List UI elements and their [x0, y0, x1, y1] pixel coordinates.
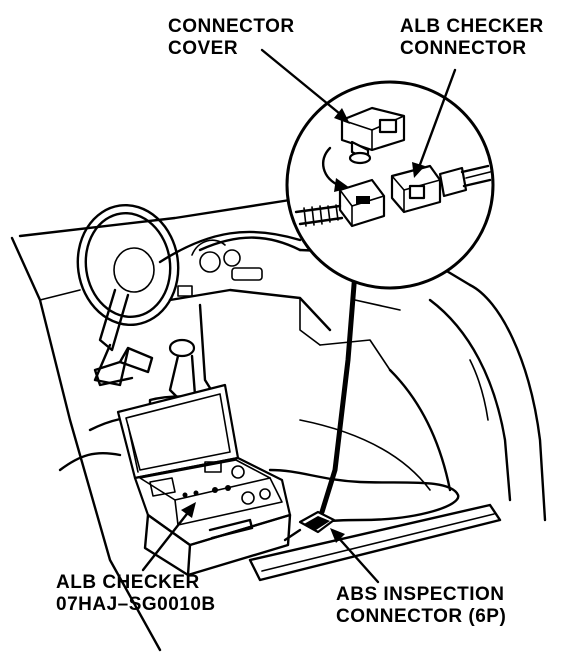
label-abs-inspection-connector: ABS INSPECTION CONNECTOR (6P) [336, 584, 506, 628]
leader-alb-checker [141, 502, 196, 572]
detail-leader-line [319, 257, 359, 515]
dashboard-illustration [10, 198, 547, 652]
label-abs-inspection-line2: CONNECTOR (6P) [336, 606, 507, 627]
checker-cable [268, 468, 460, 524]
label-alb-checker-connector-line2: CONNECTOR [400, 38, 527, 59]
label-connector-cover: CONNECTOR COVER [168, 16, 295, 60]
abs-connector-icon [283, 510, 336, 542]
label-connector-cover-line1: CONNECTOR [168, 16, 295, 37]
steering-wheel-icon [76, 203, 180, 387]
leader-connector-cover [260, 48, 350, 124]
label-abs-inspection-line1: ABS INSPECTION [336, 584, 505, 605]
label-alb-checker: ALB CHECKER 07HAJ–SG0010B [56, 572, 216, 616]
leader-alb-checker-connector [412, 68, 457, 178]
label-alb-checker-connector: ALB CHECKER CONNECTOR [400, 16, 544, 60]
connector-cover-icon [340, 106, 406, 165]
label-connector-cover-line2: COVER [168, 38, 239, 59]
label-alb-checker-connector-line1: ALB CHECKER [400, 16, 544, 37]
abs-inspection-connector-detail [294, 178, 386, 228]
label-alb-checker-line1: ALB CHECKER [56, 572, 200, 593]
alb-checker-device [116, 383, 292, 577]
label-alb-checker-part-number: 07HAJ–SG0010B [56, 594, 216, 615]
leader-abs-inspection-connector [330, 528, 380, 584]
detail-circle [285, 80, 495, 290]
alb-checker-connector-detail [390, 164, 492, 214]
